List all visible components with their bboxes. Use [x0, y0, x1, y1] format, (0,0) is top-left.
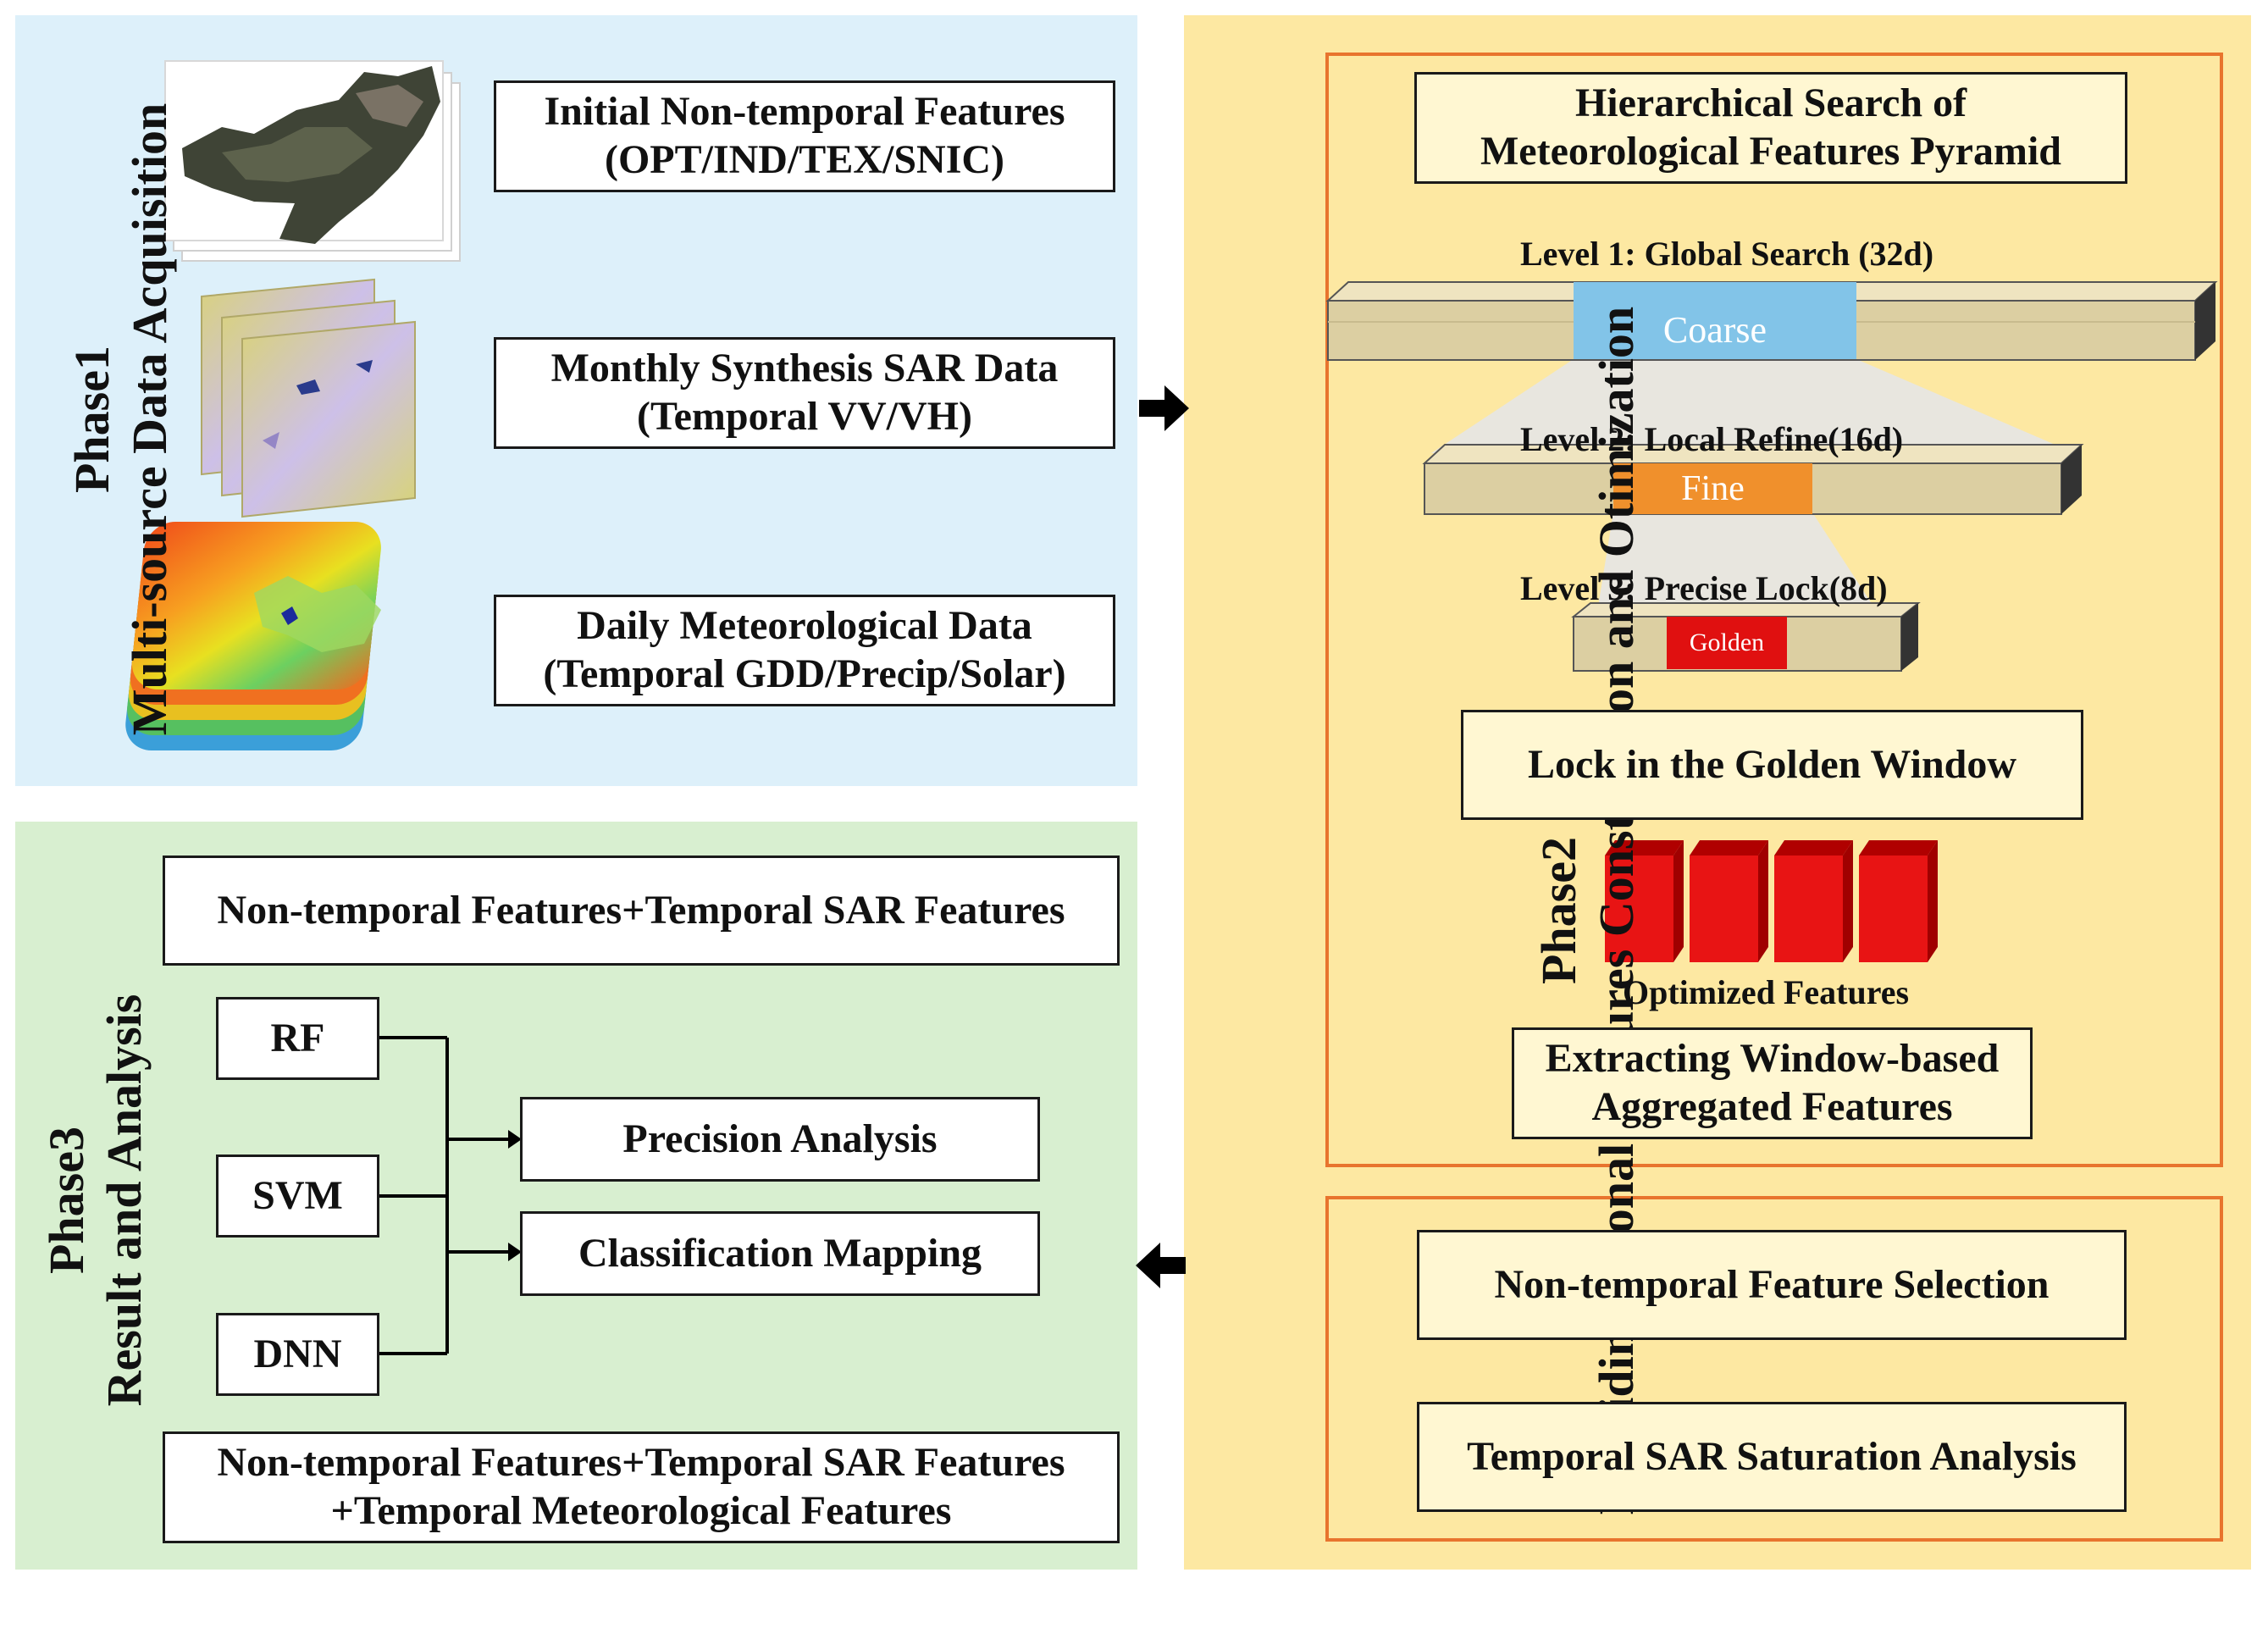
sar-image-stack-icon: [201, 278, 416, 518]
level1-label: Level 1: Global Search (32d): [1520, 235, 1934, 273]
level2-label: Level 2: Local Refine(16d): [1520, 420, 1904, 458]
model-dnn-box: DNN: [216, 1313, 379, 1396]
pyramid-frame: [1325, 53, 2223, 1167]
full-feature-combo-box: Non-temporal Features+Temporal SAR Featu…: [163, 1431, 1120, 1543]
coarse-window: Coarse: [1574, 282, 1856, 359]
lock-window-box: Lock in the Golden Window: [1461, 710, 2083, 820]
funnel-level1-2: [1431, 359, 2075, 453]
level3-label: Level 3: Precise Lock(8d): [1520, 569, 1888, 607]
fine-label: Fine: [1681, 469, 1745, 508]
optimized-feature-cubes-icon: [1605, 840, 1938, 962]
optimized-features-label: Optimized Features: [1622, 973, 1910, 1011]
diagram-graphics: [125, 60, 2218, 1355]
sar-data-box: Monthly Synthesis SAR Data (Temporal VV/…: [494, 337, 1115, 449]
coarse-label: Coarse: [1662, 309, 1767, 351]
model-rf-box: RF: [216, 997, 379, 1080]
analysis-frame: [1325, 1196, 2223, 1542]
arrow-to-precision-icon: [508, 1130, 522, 1149]
arrow-to-mapping-icon: [508, 1243, 522, 1261]
model-svm-box: SVM: [216, 1154, 379, 1238]
arrow-right-icon: [1139, 385, 1189, 431]
arrow-left-icon: [1136, 1243, 1186, 1288]
precision-analysis-box: Precision Analysis: [520, 1097, 1040, 1182]
model-connector-lines: [378, 1036, 508, 1355]
funnel-level2-3: [1596, 512, 1880, 617]
extract-features-box: Extracting Window-based Aggregated Featu…: [1512, 1027, 2033, 1139]
meteorological-heatmap-stack-icon: [125, 522, 381, 750]
optical-image-stack-icon: [164, 60, 461, 262]
classification-mapping-box: Classification Mapping: [520, 1211, 1040, 1296]
pyramid-title-box: Hierarchical Search of Meteorological Fe…: [1414, 72, 2127, 184]
golden-window: Golden: [1667, 617, 1787, 669]
golden-label: Golden: [1689, 628, 1765, 656]
saturation-analysis-box: Temporal SAR Saturation Analysis: [1417, 1402, 2127, 1512]
initial-features-box: Initial Non-temporal Features (OPT/IND/T…: [494, 80, 1115, 192]
meteorological-data-box: Daily Meteorological Data (Temporal GDD/…: [494, 595, 1115, 706]
feature-combo-box: Non-temporal Features+Temporal SAR Featu…: [163, 855, 1120, 966]
feature-selection-box: Non-temporal Feature Selection: [1417, 1230, 2127, 1340]
phase3-title: Phase3 Result and Analysis: [39, 994, 152, 1407]
fine-window: Fine: [1613, 463, 1812, 514]
phase1-title: Phase1 Multi-source Data Acquisition: [64, 102, 178, 736]
